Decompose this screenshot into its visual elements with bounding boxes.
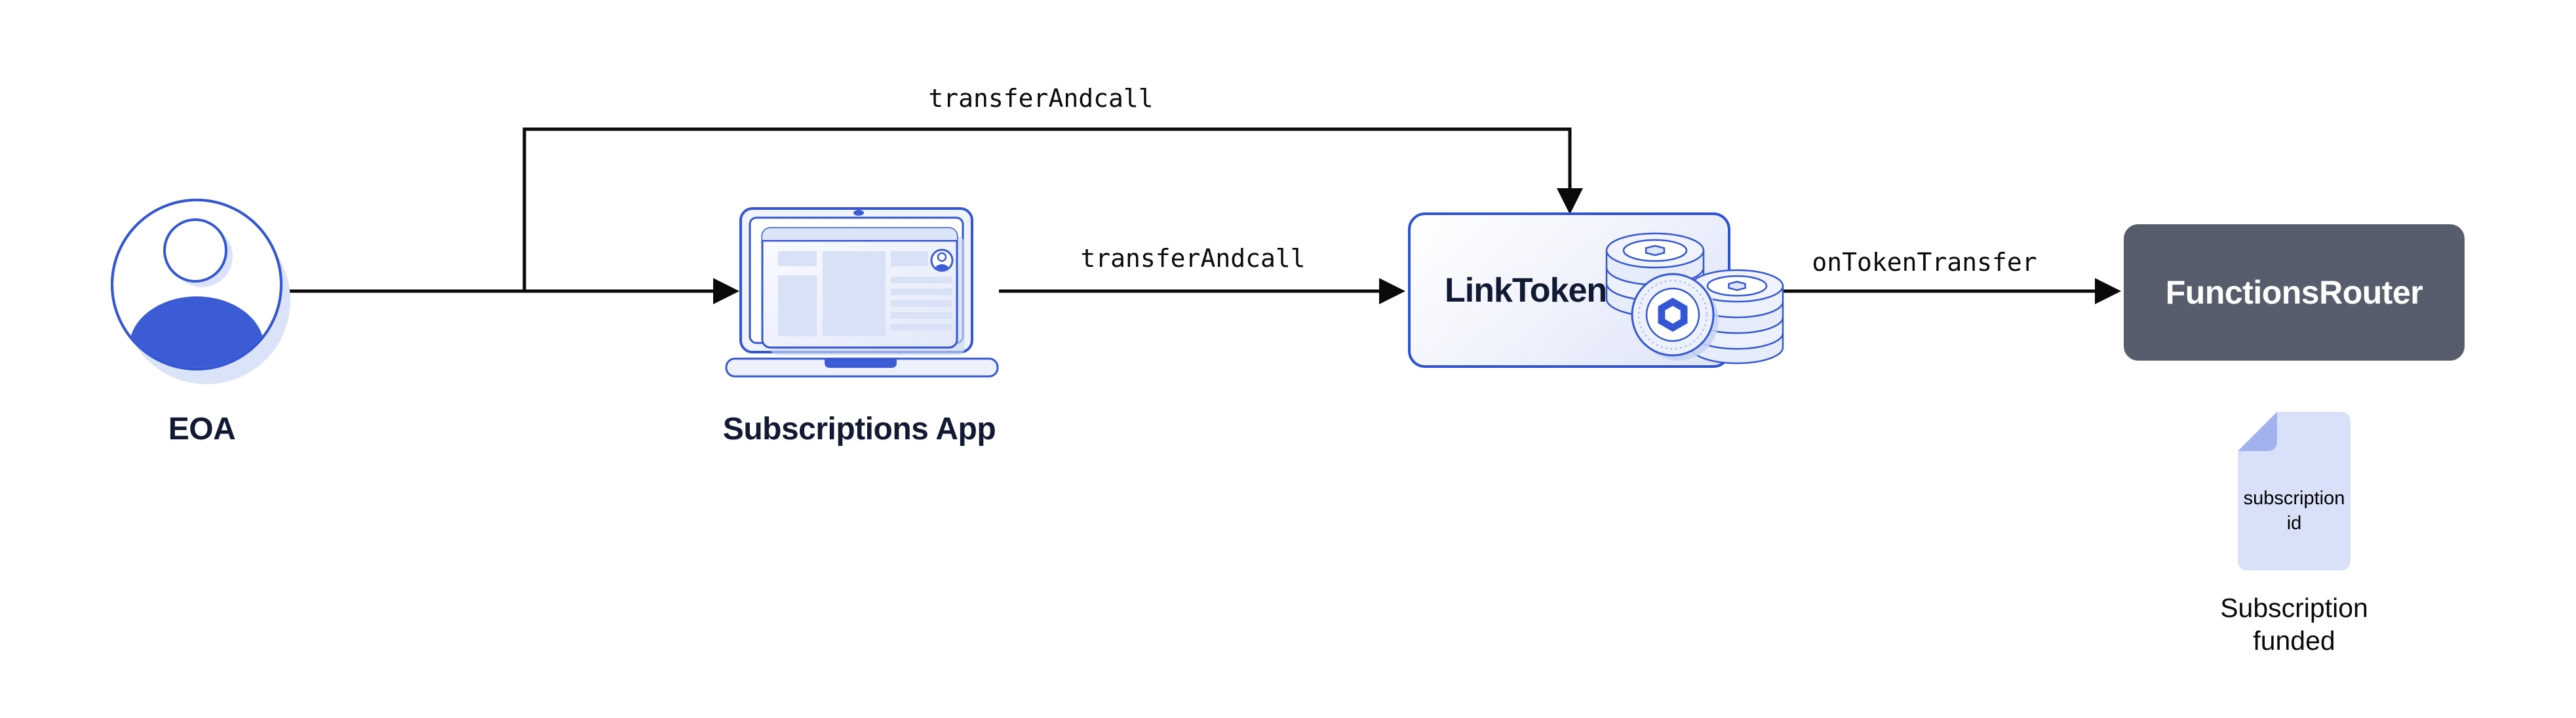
shoulders [129,296,264,368]
arrow-heads [713,188,2121,304]
document-body [2238,412,2351,570]
subscription-funded-caption: Subscription funded [2220,593,2368,656]
edge-label-ontokentransfer: onTokenTransfer [1812,248,2037,277]
functionsrouter-box: FunctionsRouter [2124,224,2465,361]
laptop-icon [725,207,999,378]
arrowhead-right-icon [713,278,739,304]
user-avatar-small-icon [930,249,954,272]
document-icon [2238,412,2351,570]
head [163,218,227,283]
laptop-notch [825,359,897,368]
browser-toolbar [762,228,957,241]
functionsrouter-label: FunctionsRouter [2165,274,2423,311]
linktoken-label: LinkToken [1445,271,1607,309]
arrowhead-right-icon [1379,278,1405,304]
arrowhead-right-icon [2095,278,2121,304]
arrowhead-down-icon [1557,188,1583,214]
eoa-label: EOA [168,412,236,447]
subscription-id-text: subscription id [2243,488,2345,534]
arrow-lines [283,127,2096,293]
chainlink-hexagon-logo [1658,298,1688,332]
eoa-user-icon [111,199,290,384]
app-content-blocks [778,251,952,336]
document-fold-corner [2238,412,2277,451]
arrow-branch-to-linktoken-top [522,127,1572,292]
edge-label-transferandcall-top: transferAndcall [928,84,1154,113]
edge-label-transferandcall-mid: transferAndcall [1080,244,1306,273]
coin-stack-icon [1605,232,1784,365]
subscriptions-app-label: Subscriptions App [722,412,996,447]
chainlink-coin-icon [1631,273,1719,361]
camera-dot-icon [853,210,864,216]
